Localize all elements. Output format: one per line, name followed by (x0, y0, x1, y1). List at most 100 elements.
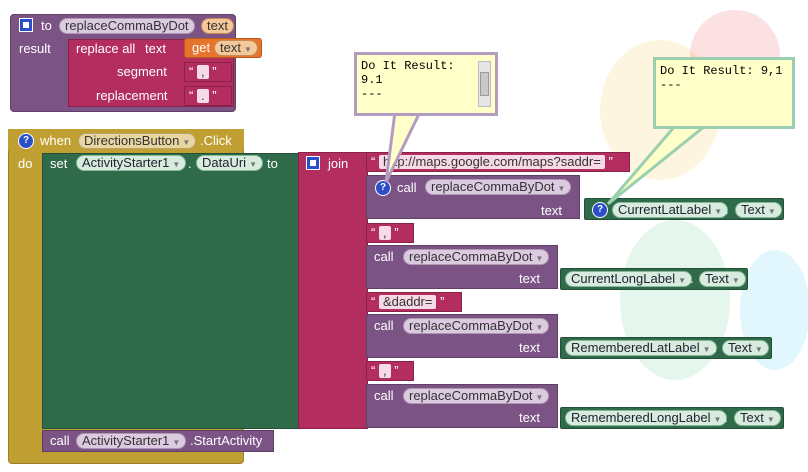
call-label: call (374, 318, 394, 333)
call-procedure-dropdown[interactable]: replaceCommaByDot▼ (425, 179, 572, 195)
call-text-label: text (519, 271, 540, 286)
call-procedure-text: replaceCommaByDot (409, 318, 533, 333)
replace-all-label: replace all (76, 41, 136, 56)
start-method-label: .StartActivity (190, 433, 263, 448)
url-string-block[interactable]: “ http://maps.google.com/maps?saddr= ” (366, 152, 630, 172)
procedure-to-label: to (41, 18, 52, 33)
triangle-down-icon: ▼ (249, 160, 257, 169)
do-it-result-tooltip-2: Do It Result: 9,1 --- (653, 57, 795, 129)
segment-label: segment (117, 64, 167, 79)
call-procedure-text: replaceCommaByDot (409, 388, 533, 403)
triangle-down-icon: ▼ (243, 45, 252, 54)
set-dot-label: . (188, 156, 192, 171)
triangle-down-icon: ▼ (535, 323, 544, 332)
join-block[interactable] (298, 152, 368, 429)
procedure-param-field[interactable]: text (201, 18, 234, 34)
event-name-label: .Click (200, 133, 232, 148)
triangle-down-icon: ▼ (557, 184, 566, 193)
getter-property-dropdown[interactable]: Text▼ (735, 202, 782, 218)
tooltip-line: --- (361, 87, 383, 101)
call-label: call (374, 249, 394, 264)
start-component-dropdown[interactable]: ActivityStarter1▼ (76, 433, 187, 449)
replacement-string-text: . (196, 89, 209, 103)
replacement-string-block[interactable]: “ . ” (184, 86, 232, 106)
comma-string-block[interactable]: “ , ” (366, 361, 414, 381)
triangle-down-icon: ▼ (182, 138, 191, 147)
get-label: get (192, 40, 211, 55)
set-property-block[interactable] (42, 153, 300, 429)
getter-dot: . (690, 271, 694, 286)
triangle-down-icon: ▼ (714, 207, 723, 216)
set-to-label: to (267, 156, 278, 171)
call-text-label: text (519, 340, 540, 355)
result-label: result (19, 41, 51, 56)
segment-string-block[interactable]: “ , ” (184, 62, 232, 82)
getter-question-icon[interactable]: ? (592, 202, 608, 218)
event-component-dropdown[interactable]: DirectionsButton▼ (78, 133, 197, 149)
call-text-label: text (541, 203, 562, 218)
event-question-icon[interactable]: ? (18, 133, 34, 149)
getter-component-text: CurrentLatLabel (618, 202, 712, 217)
comma-string-block[interactable]: “ , ” (366, 223, 414, 243)
getter-property-text: Text (740, 410, 764, 425)
getter-property-dropdown[interactable]: Text▼ (699, 271, 746, 287)
call-procedure-text: replaceCommaByDot (431, 179, 555, 194)
getter-component-dropdown[interactable]: CurrentLatLabel▼ (612, 202, 729, 218)
tooltip-scrollbar[interactable] (478, 61, 491, 107)
tooltip-line: 9.1 (361, 73, 383, 87)
getter-property-text: Text (741, 202, 765, 217)
triangle-down-icon: ▼ (535, 254, 544, 263)
getter-property-text: Text (728, 340, 752, 355)
call-procedure-dropdown[interactable]: replaceCommaByDot▼ (403, 318, 550, 334)
procedure-square-icon[interactable] (19, 18, 33, 32)
comma-string-text: , (378, 364, 391, 378)
triangle-down-icon: ▼ (731, 276, 740, 285)
procedure-name-field[interactable]: replaceCommaByDot (59, 18, 195, 34)
getter-component-dropdown[interactable]: CurrentLongLabel▼ (565, 271, 692, 287)
tooltip-line: --- (660, 78, 682, 92)
set-component-dropdown[interactable]: ActivityStarter1▼ (76, 155, 187, 171)
getter-dot: . (725, 202, 729, 217)
triangle-down-icon: ▼ (172, 160, 181, 169)
call-procedure-dropdown[interactable]: replaceCommaByDot▼ (403, 249, 550, 265)
set-component-text: ActivityStarter1 (82, 155, 170, 170)
getter-component-dropdown[interactable]: RememberedLatLabel▼ (565, 340, 717, 356)
getter-property-dropdown[interactable]: Text▼ (734, 410, 781, 426)
do-it-result-tooltip-1: Do It Result: 9.1 --- (354, 52, 498, 116)
call-label: call (397, 180, 417, 195)
triangle-down-icon: ▼ (678, 276, 686, 285)
replacement-label: replacement (96, 88, 168, 103)
getter-component-text: RememberedLongLabel (571, 410, 711, 425)
set-label: set (50, 156, 68, 171)
getter-property-dropdown[interactable]: Text▼ (722, 340, 769, 356)
getter-dot: . (713, 340, 717, 355)
url-string-text: http://maps.google.com/maps?saddr= (378, 155, 605, 169)
when-label: when (40, 133, 72, 148)
triangle-down-icon: ▼ (172, 438, 181, 447)
get-variable-dropdown[interactable]: text▼ (214, 40, 258, 56)
getter-property-text: Text (705, 271, 729, 286)
set-property-dropdown[interactable]: DataUri▼ (196, 155, 263, 171)
scrollbar-thumb[interactable] (480, 72, 489, 96)
daddr-string-text: &daddr= (378, 295, 437, 309)
join-square-icon[interactable] (306, 156, 320, 170)
join-label: join (328, 156, 349, 171)
getter-component-text: CurrentLongLabel (571, 271, 676, 286)
daddr-string-block[interactable]: “ &daddr= ” (366, 292, 462, 312)
procedure-param-text: text (207, 18, 228, 33)
call-procedure-text: replaceCommaByDot (409, 249, 533, 264)
replace-text-label: text (145, 41, 166, 56)
triangle-down-icon: ▼ (754, 345, 763, 354)
do-label: do (18, 156, 33, 171)
comma-string-text: , (378, 226, 391, 240)
call-question-icon[interactable]: ? (375, 180, 391, 196)
call-label: call (374, 388, 394, 403)
triangle-down-icon: ▼ (713, 415, 722, 424)
getter-dot: . (724, 410, 728, 425)
procedure-name-text: replaceCommaByDot (65, 18, 189, 33)
getter-component-text: RememberedLatLabel (571, 340, 700, 355)
triangle-down-icon: ▼ (767, 207, 776, 216)
getter-component-dropdown[interactable]: RememberedLongLabel▼ (565, 410, 728, 426)
call-procedure-dropdown[interactable]: replaceCommaByDot▼ (403, 388, 550, 404)
get-variable-text: text (220, 40, 241, 55)
